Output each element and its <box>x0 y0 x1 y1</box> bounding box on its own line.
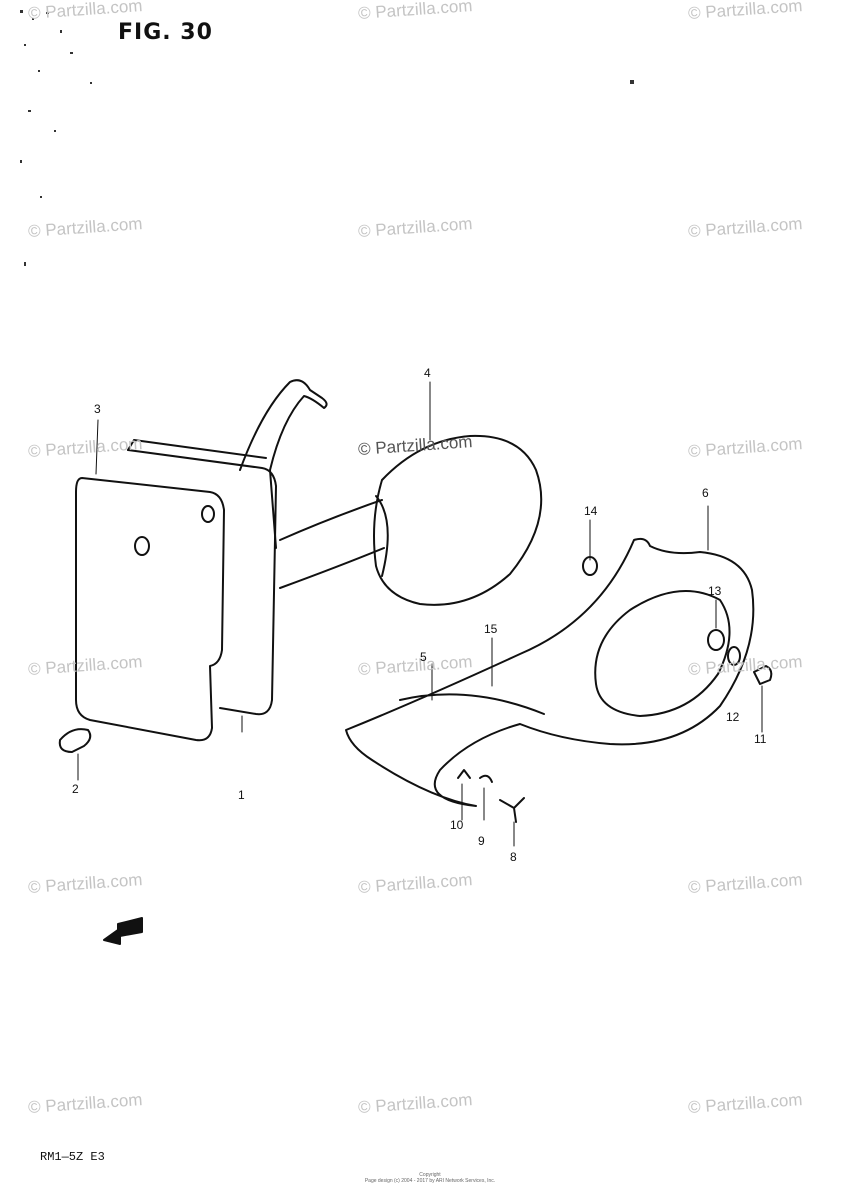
plate-hole-left <box>134 536 150 556</box>
figure-title: FIG. 30 <box>118 20 213 45</box>
side-cover-right-rib <box>399 693 545 715</box>
callout-12: 12 <box>726 710 740 724</box>
plate-hole-right <box>201 505 215 523</box>
callout-1: 1 <box>238 788 245 802</box>
callout-3: 3 <box>94 402 101 416</box>
nut-9 <box>479 774 493 783</box>
washer-12 <box>727 646 741 666</box>
callout-8: 8 <box>510 850 517 864</box>
figure-code: RM1―5Z E3 <box>40 1150 105 1164</box>
callout-14: 14 <box>584 504 598 518</box>
copyright-line: Page design (c) 2004 - 2017 by ARI Netwo… <box>364 1178 496 1184</box>
plate-stay <box>239 379 328 549</box>
bolt-2-outline <box>58 728 92 753</box>
callout-4: 4 <box>424 366 431 380</box>
side-cover-left <box>373 434 543 606</box>
stay-arm <box>279 499 385 589</box>
plate-inner-border <box>127 449 277 716</box>
copyright-notice: Copyright Page design (c) 2004 - 2017 by… <box>340 1172 520 1184</box>
grommet-10 <box>457 769 471 779</box>
callout-10: 10 <box>450 818 464 832</box>
callout-13: 13 <box>708 584 722 598</box>
leader-lines <box>77 381 763 847</box>
callout-2: 2 <box>72 782 79 796</box>
side-cover-left-edge <box>375 495 389 577</box>
callout-15: 15 <box>484 622 498 636</box>
bolt-11-outline <box>753 665 773 685</box>
number-plate-outline <box>75 477 225 742</box>
side-cover-right-inner <box>594 590 731 717</box>
plate-inner-top <box>127 439 267 459</box>
callout-6: 6 <box>702 486 709 500</box>
side-cover-right <box>345 537 755 807</box>
fwd-arrow-icon <box>103 917 143 945</box>
callout-11: 11 <box>754 732 767 746</box>
scan-noise <box>20 10 634 266</box>
collar-13 <box>707 629 725 651</box>
callout-5: 5 <box>420 650 427 664</box>
copyright-line: Copyright <box>419 1172 441 1178</box>
callout-9: 9 <box>478 834 485 848</box>
clip-8 <box>499 797 525 823</box>
